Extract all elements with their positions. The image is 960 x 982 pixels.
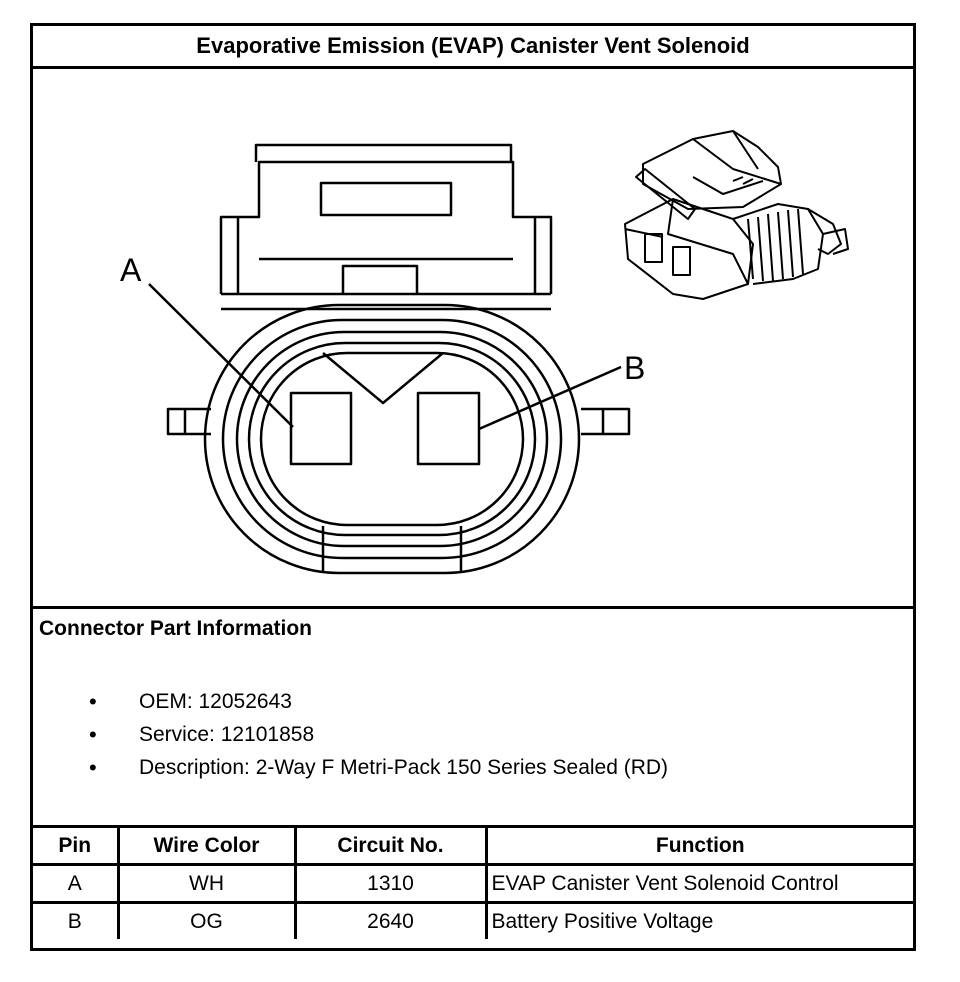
connector-housing — [203, 303, 581, 575]
list-item: • Description: 2-Way F Metri-Pack 150 Se… — [33, 751, 668, 784]
pin-label-b: B — [624, 350, 645, 386]
circuit-no-cell: 2640 — [293, 901, 488, 939]
connector-info-heading: Connector Part Information — [39, 617, 313, 640]
connector-latch — [219, 143, 553, 311]
bullet-icon: • — [89, 722, 97, 747]
bullet-icon: • — [89, 689, 97, 714]
function-cell: EVAP Canister Vent Solenoid Control — [484, 863, 913, 904]
connector-description: Description: 2-Way F Metri-Pack 150 Seri… — [139, 756, 669, 779]
terminal-cavity-b — [416, 391, 481, 466]
connector-info-section: Connector Part Information • OEM: 120526… — [33, 609, 913, 828]
connector-isometric-icon — [624, 130, 849, 300]
table-row: A WH 1310 EVAP Canister Vent Solenoid Co… — [33, 863, 913, 904]
wire-color-cell: OG — [116, 901, 297, 939]
column-header-function: Function — [484, 828, 913, 866]
column-header-pin: Pin — [33, 828, 120, 866]
bullet-icon: • — [89, 755, 97, 780]
leader-line-b — [478, 365, 622, 431]
leader-line-a — [148, 283, 294, 428]
column-header-circuit-no: Circuit No. — [293, 828, 488, 866]
page-title: Evaporative Emission (EVAP) Canister Ven… — [33, 26, 913, 69]
oem-part-number: OEM: 12052643 — [139, 690, 292, 713]
function-cell: Battery Positive Voltage — [484, 901, 913, 939]
connector-info-list: • OEM: 12052643 • Service: 12101858 • De… — [33, 685, 668, 784]
table-row: B OG 2640 Battery Positive Voltage — [33, 901, 913, 939]
pin-cell: B — [33, 901, 120, 939]
pin-label-a: A — [120, 252, 142, 288]
service-part-number: Service: 12101858 — [139, 723, 315, 746]
wire-color-cell: WH — [116, 863, 297, 904]
terminal-cavity-a — [289, 391, 353, 466]
pin-table: Pin Wire Color Circuit No. Function A WH… — [33, 828, 913, 939]
circuit-no-cell: 1310 — [293, 863, 488, 904]
column-header-wire-color: Wire Color — [116, 828, 297, 866]
connector-sheet: Evaporative Emission (EVAP) Canister Ven… — [30, 23, 916, 951]
list-item: • Service: 12101858 — [33, 718, 668, 751]
pin-cell: A — [33, 863, 120, 904]
table-header-row: Pin Wire Color Circuit No. Function — [33, 828, 913, 866]
connector-drawing-area: A B — [33, 69, 913, 609]
connector-face-drawing: A B — [120, 130, 849, 575]
connector-side-tabs — [166, 407, 631, 436]
list-item: • OEM: 12052643 — [33, 685, 668, 718]
